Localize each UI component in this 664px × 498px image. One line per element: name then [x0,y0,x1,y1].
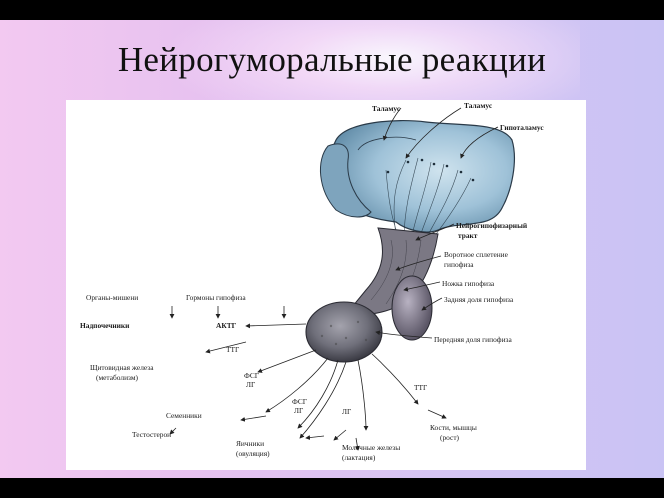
label-ttg-left: ТТГ [226,345,240,354]
label-lg: ЛГ [342,407,352,416]
label-actg: АКТГ [216,321,237,330]
label-pituitary-hormones: Гормоны гипофиза [186,293,246,302]
label-mammary-1: Молочные железы [342,443,400,452]
label-stalk: Ножка гипофиза [442,279,495,288]
label-fsg-2: ФСГ [292,397,308,406]
anterior-lobe [305,301,383,363]
label-posterior: Задняя доля гипофиза [444,295,514,304]
label-adrenals: Надпочечники [80,321,130,330]
label-portal-2: гипофиза [444,260,474,269]
posterior-lobe [391,275,433,341]
label-thyroid-1: Щитовидная железа [90,363,154,372]
label-bones-1: Кости, мышцы [430,423,477,432]
label-anterior: Передняя доля гипофиза [434,335,512,344]
label-ovaries-2: (овуляция) [236,449,270,458]
top-black-bar [0,0,664,20]
slide-title: Нейрогуморальные реакции [117,40,547,79]
label-neuro-tract-1: Нейрогипофизарный [456,221,528,230]
label-portal-1: Воротное сплетение [444,250,509,259]
label-thyroid-2: (метаболизм) [96,373,139,382]
label-ovaries-1: Яичники [236,439,264,448]
label-bones-2: (рост) [440,433,460,442]
label-fsg-1: ФСГ [244,371,260,380]
diagram-panel: Таламус Таламус Гипоталамус Нейрогипофиз… [66,100,586,470]
thalamus-shape [319,120,515,243]
hypothalamus-pituitary-diagram: Таламус Таламус Гипоталамус Нейрогипофиз… [80,101,544,462]
bottom-black-bar [0,478,664,498]
label-mammary-2: (лактация) [342,453,376,462]
label-lg-1: ЛГ [246,380,256,389]
label-hypothalamus: Гипоталамус [500,123,544,132]
label-neuro-tract-2: тракт [458,231,478,240]
label-thalamus-right: Таламус [464,101,493,110]
label-testosterone: Тестостерон [132,430,171,439]
label-testes: Семенники [166,411,202,420]
label-lg-2: ЛГ [294,406,304,415]
label-ttg-right: ТТГ [414,383,428,392]
label-thalamus-left: Таламус [372,104,401,113]
label-target-organs: Органы-мишени [86,293,138,302]
